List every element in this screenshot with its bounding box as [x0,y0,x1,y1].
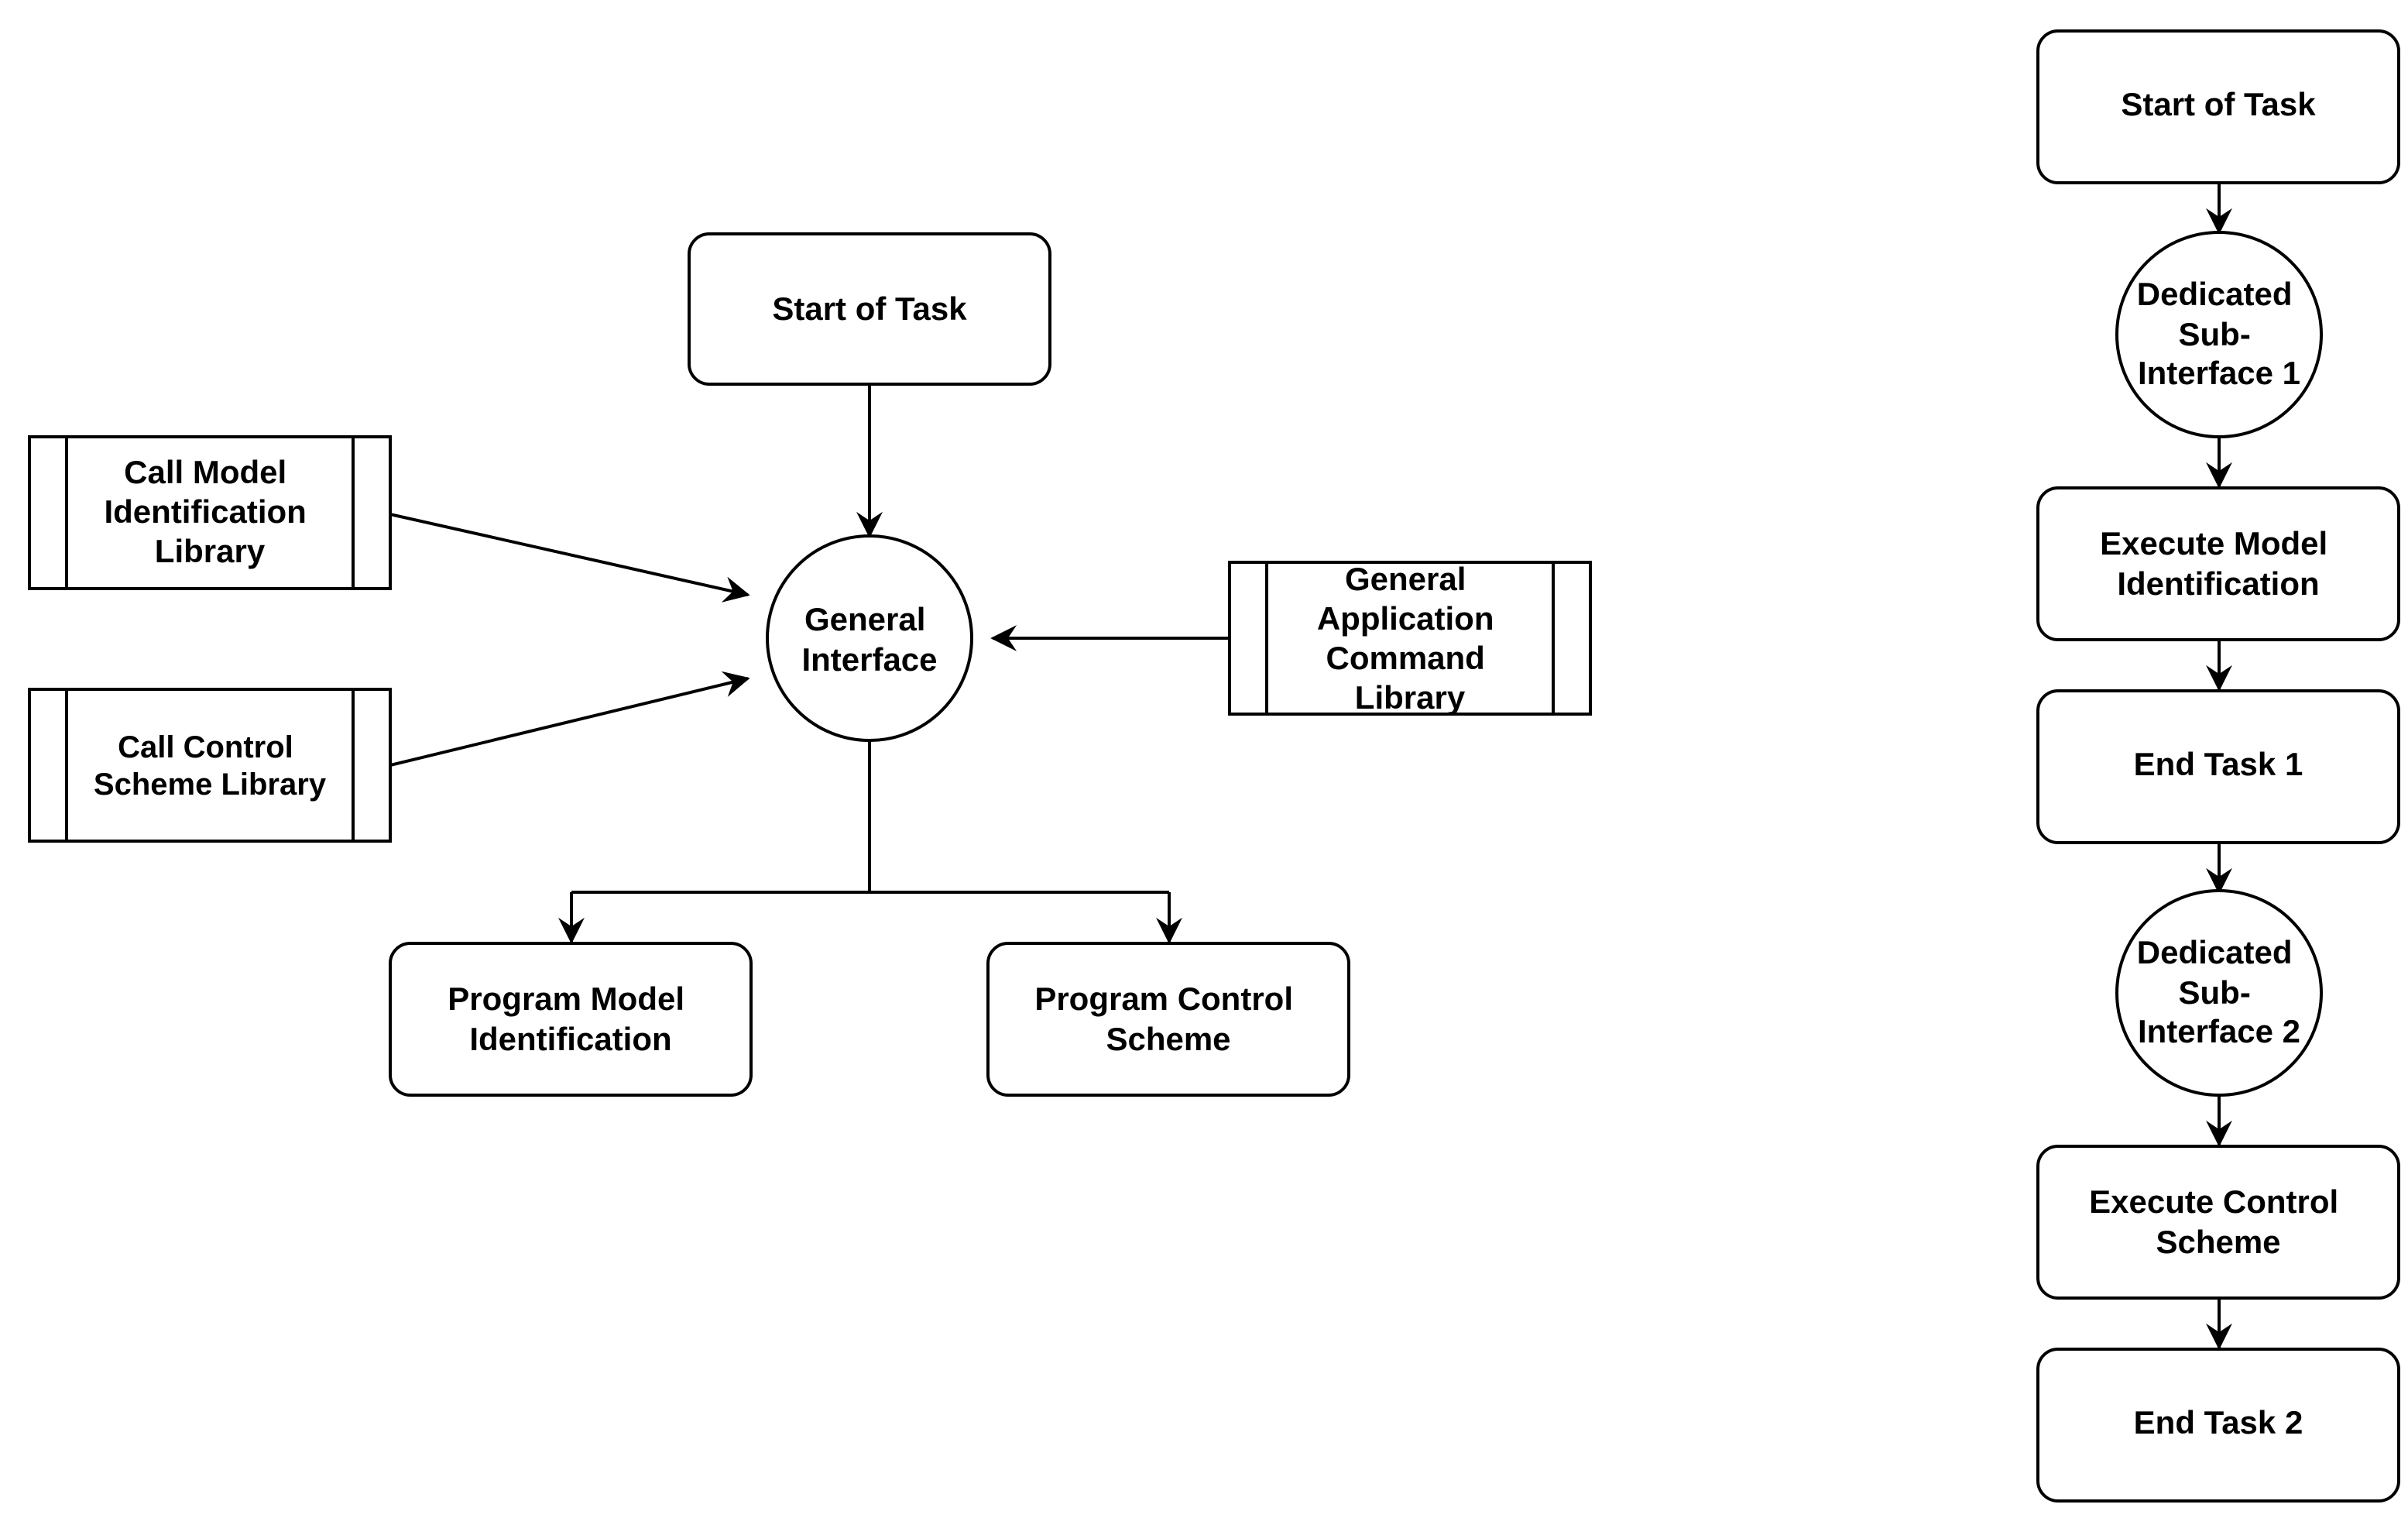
exec-control-line-1: Execute Control [2089,1183,2338,1220]
call-control-line-2: Scheme Library [94,768,327,802]
general-interface-circle: General Interface [766,534,973,742]
call-control-line-1: Call Control [118,730,293,764]
general-interface-line-2: Interface [801,641,937,678]
execute-control-scheme-box: Execute Control Scheme [2036,1145,2400,1300]
sub1-line-3: Interface 1 [2138,355,2300,391]
program-model-identification-box: Program Model Identification [389,942,753,1097]
svg-text:Dedicated Sub- Int: Dedicated Sub- Interface 2 [2137,934,2301,1049]
end-task-1-box: End Task 1 [2036,689,2400,844]
general-app-line-4: Library [1355,679,1466,716]
general-interface-line-1: General [804,601,925,637]
svg-text:Dedicated Sub- Int: Dedicated Sub- Interface 1 [2137,276,2301,391]
call-model-line-1: Call Model [124,454,286,490]
sub2-line-2: Sub- [2179,974,2251,1011]
call-model-line-3: Library [155,533,266,569]
call-model-line-2: Identification [104,493,306,530]
exec-control-line-2: Scheme [2156,1224,2280,1260]
start-of-task-label: Start of Task [772,290,967,327]
dedicated-sub-interface-1-circle: Dedicated Sub- Interface 1 [2115,231,2323,438]
sub1-line-2: Sub- [2179,316,2251,352]
end-task-1-label: End Task 1 [2134,746,2303,782]
left-edges [389,384,1230,944]
program-control-scheme-box: Program Control Scheme [986,942,1350,1097]
edge-control-lib-to-general [389,671,750,767]
svg-text:General Application: General Application Command Library [1317,561,1503,716]
svg-text:Program Model Identifica: Program Model Identification [448,981,693,1057]
call-model-identification-library: Call Model Identification Library [28,435,392,590]
svg-text:Call Control Scheme Libr: Call Control Scheme Library [94,730,327,802]
general-application-command-library: General Application Command Library [1228,561,1592,716]
dedicated-sub-interface-2-circle: Dedicated Sub- Interface 2 [2115,889,2323,1097]
svg-text:Execute Control Scheme: Execute Control Scheme [2089,1183,2348,1260]
sub2-line-3: Interface 2 [2138,1013,2300,1049]
prog-model-line-2: Identification [469,1021,671,1057]
svg-text:Execute Model Identifica: Execute Model Identification [2100,525,2337,602]
prog-control-line-2: Scheme [1106,1021,1230,1057]
right-start-label: Start of Task [2121,86,2316,122]
start-of-task-box: Start of Task [688,232,1051,386]
call-control-scheme-library: Call Control Scheme Library [28,688,392,843]
general-app-line-2: Application [1317,600,1494,637]
svg-text:Program Control Scheme: Program Control Scheme [1034,981,1302,1057]
right-start-of-task-box: Start of Task [2036,29,2400,184]
sub2-line-1: Dedicated [2137,934,2293,970]
prog-control-line-1: Program Control [1034,981,1293,1017]
exec-model-line-2: Identification [2117,565,2319,602]
sub1-line-1: Dedicated [2137,276,2293,312]
end-task-2-label: End Task 2 [2134,1404,2303,1441]
svg-text:Call Model Identificatio: Call Model Identification Library [104,454,315,569]
svg-text:General Interface: General Interface [801,601,937,678]
end-task-2-box: End Task 2 [2036,1348,2400,1503]
exec-model-line-1: Execute Model [2100,525,2327,562]
execute-model-identification-box: Execute Model Identification [2036,486,2400,641]
general-app-line-3: Command [1326,640,1484,676]
general-app-line-1: General [1345,561,1466,597]
edge-model-lib-to-general [389,513,750,603]
prog-model-line-1: Program Model [448,981,684,1017]
